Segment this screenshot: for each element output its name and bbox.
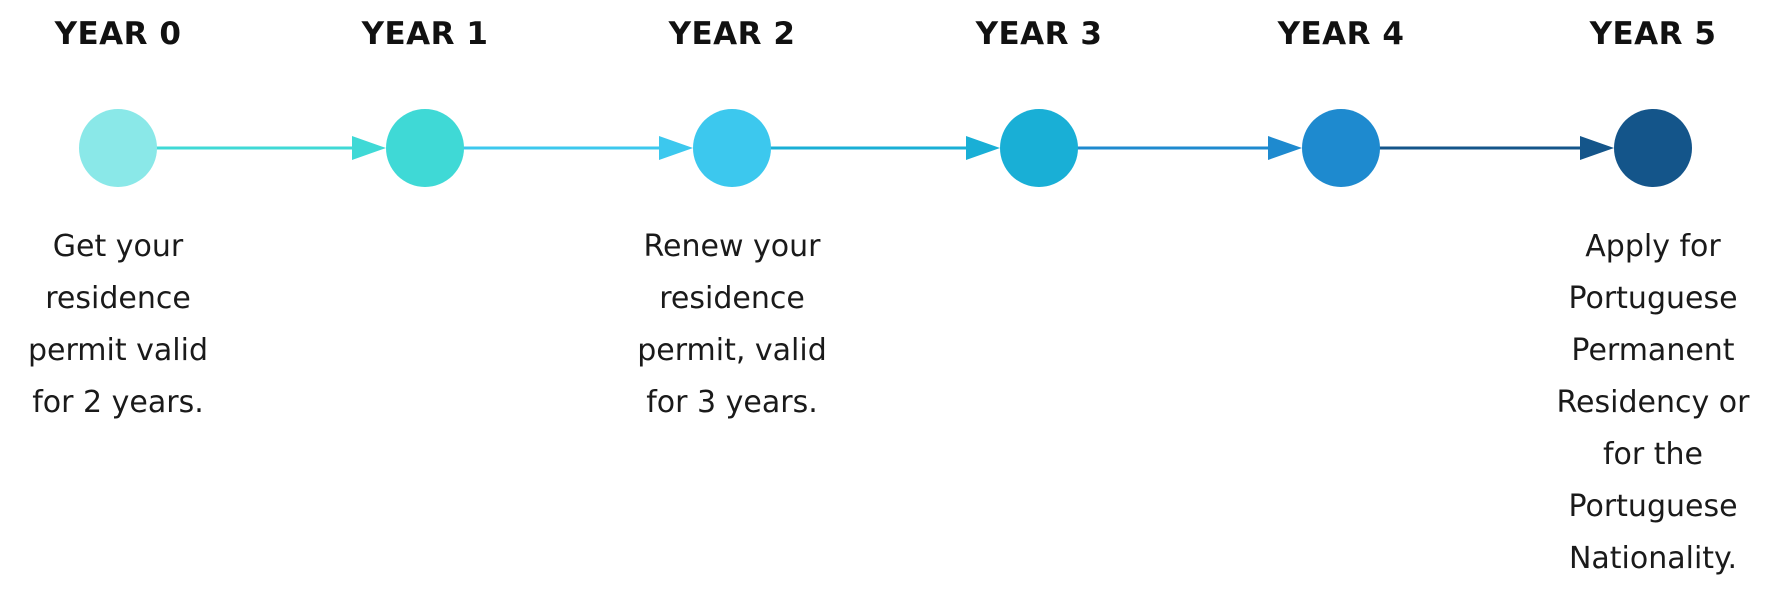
year-4-node (1302, 109, 1380, 187)
arrowhead-icon (1268, 136, 1302, 160)
year-5-node (1614, 109, 1692, 187)
year-2-node (693, 109, 771, 187)
description-line: residence (45, 281, 191, 316)
description-line: Portuguese (1568, 281, 1738, 316)
description-line: Permanent (1571, 333, 1735, 368)
arrowhead-icon (966, 136, 1000, 160)
description-line: Renew your (643, 229, 821, 264)
year-4-label: YEAR 4 (1277, 16, 1405, 52)
arrowhead-icon (352, 136, 386, 160)
year-1-node (386, 109, 464, 187)
year-3-node (1000, 109, 1078, 187)
year-0-label: YEAR 0 (54, 16, 182, 52)
description-line: Nationality. (1568, 541, 1738, 576)
description-line: permit valid (27, 333, 208, 368)
description-line: for 3 years. (646, 385, 818, 420)
description-line: for the (1602, 437, 1704, 472)
year-3-label: YEAR 3 (975, 16, 1103, 52)
arrowhead-icon (1580, 136, 1614, 160)
year-2-label: YEAR 2 (668, 16, 796, 52)
arrowhead-icon (659, 136, 693, 160)
description-line: permit, valid (637, 333, 827, 368)
description-line: Get your (52, 229, 184, 264)
year-0-description: Get your residence permit valid for 2 years… (8, 221, 228, 429)
year-1-label: YEAR 1 (361, 16, 489, 52)
year-2-description: Renew your residence permit, valid for 3 ye… (622, 221, 842, 429)
description-line: Apply for (1585, 229, 1721, 264)
description-line: residence (659, 281, 805, 316)
description-line: Portuguese (1568, 489, 1738, 524)
year-5-label: YEAR 5 (1589, 16, 1717, 52)
description-line: Residency or (1556, 385, 1750, 420)
year-0-node (79, 109, 157, 187)
description-line: for 2 years. (32, 385, 204, 420)
